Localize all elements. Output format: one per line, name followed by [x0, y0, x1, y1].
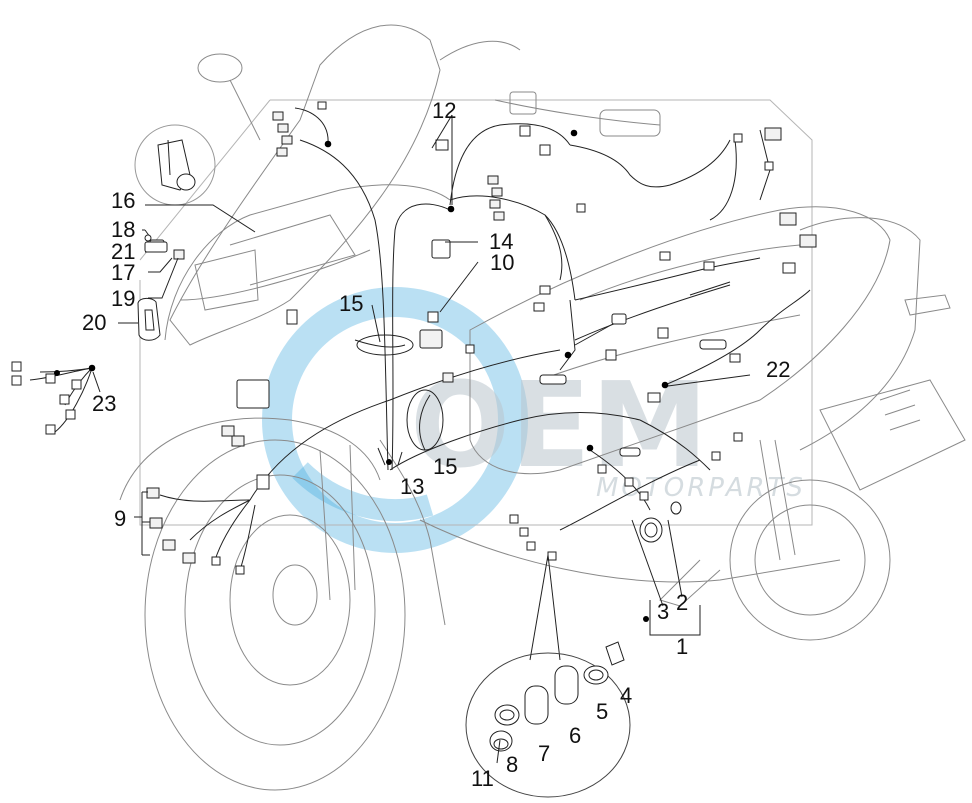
callout-10: 10: [490, 250, 514, 275]
callout-19: 19: [111, 286, 135, 311]
leader-lines: [92, 114, 751, 764]
callout-5: 5: [596, 699, 608, 724]
callout-15-bottom: 15: [433, 454, 457, 479]
junction-dots: [54, 129, 669, 622]
callout-21: 21: [111, 239, 135, 264]
callout-18: 18: [111, 217, 135, 242]
wiring-harness: [159, 107, 811, 571]
callout-labels: 1 2 3 4 5 6 7 8 9 10 11 12 13 14 15 15 1…: [82, 98, 790, 791]
callout-1: 1: [676, 634, 688, 659]
parts-2-3: [639, 501, 701, 636]
callout-3: 3: [657, 599, 669, 624]
callout-13: 13: [400, 474, 424, 499]
callout-20: 20: [82, 310, 106, 335]
callout-8: 8: [506, 752, 518, 777]
harness-connectors: [11, 101, 817, 575]
callout-11: 11: [471, 766, 494, 791]
callout-14: 14: [489, 229, 513, 254]
small-parts-left: [134, 124, 216, 341]
callout-23: 23: [92, 391, 116, 416]
callout-12: 12: [432, 98, 456, 123]
clamps-detail: [465, 554, 631, 798]
callout-17: 17: [111, 260, 135, 285]
watermark-logo: OEM MOTORPARTS: [262, 287, 803, 553]
callout-7: 7: [538, 741, 550, 766]
callout-22: 22: [766, 357, 790, 382]
callout-16: 16: [111, 188, 135, 213]
callout-15-top: 15: [339, 291, 363, 316]
scooter-body: [119, 24, 966, 791]
callout-6: 6: [569, 723, 581, 748]
callout-2: 2: [676, 590, 688, 615]
callout-4: 4: [620, 683, 632, 708]
callout-9: 9: [114, 506, 126, 531]
